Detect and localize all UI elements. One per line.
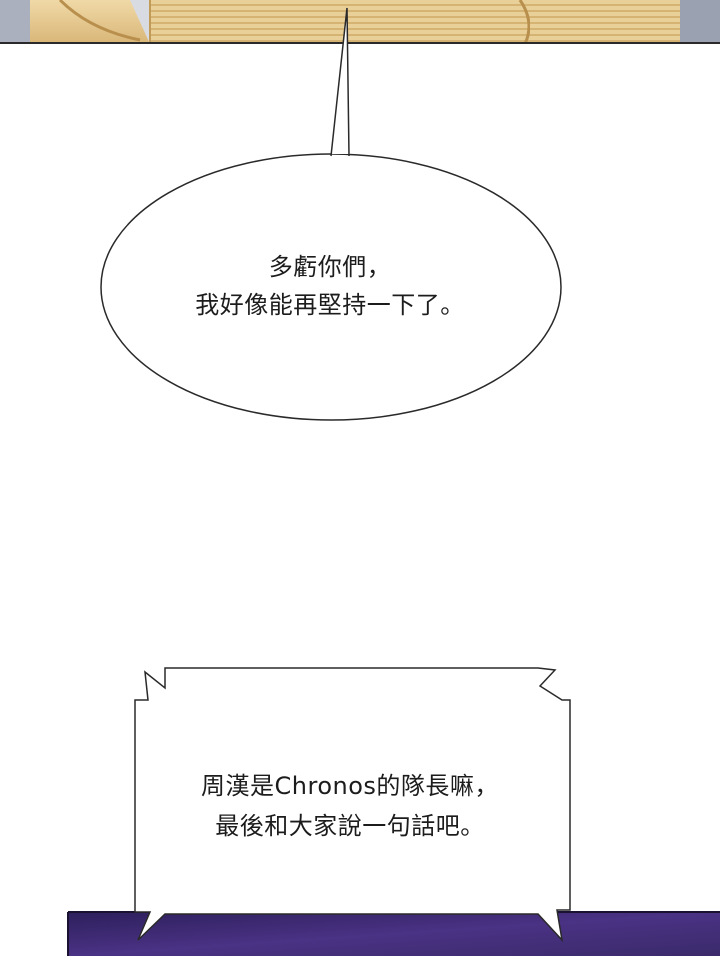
speech-bubble — [100, 7, 562, 421]
caption-line-1: 周漢是Chronos的隊長嘛， — [201, 772, 499, 800]
caption-line-2: 最後和大家說一句話吧。 — [215, 812, 485, 840]
top-artwork-panel — [0, 0, 720, 44]
speech-bubble-text: 多虧你們， 我好像能再堅持一下了。 — [130, 248, 530, 324]
caption-box-text: 周漢是Chronos的隊長嘛， 最後和大家說一句話吧。 — [150, 766, 550, 846]
speech-line-2: 我好像能再堅持一下了。 — [195, 291, 465, 319]
speech-line-1: 多虧你們， — [268, 253, 392, 281]
caption-box — [134, 667, 571, 943]
